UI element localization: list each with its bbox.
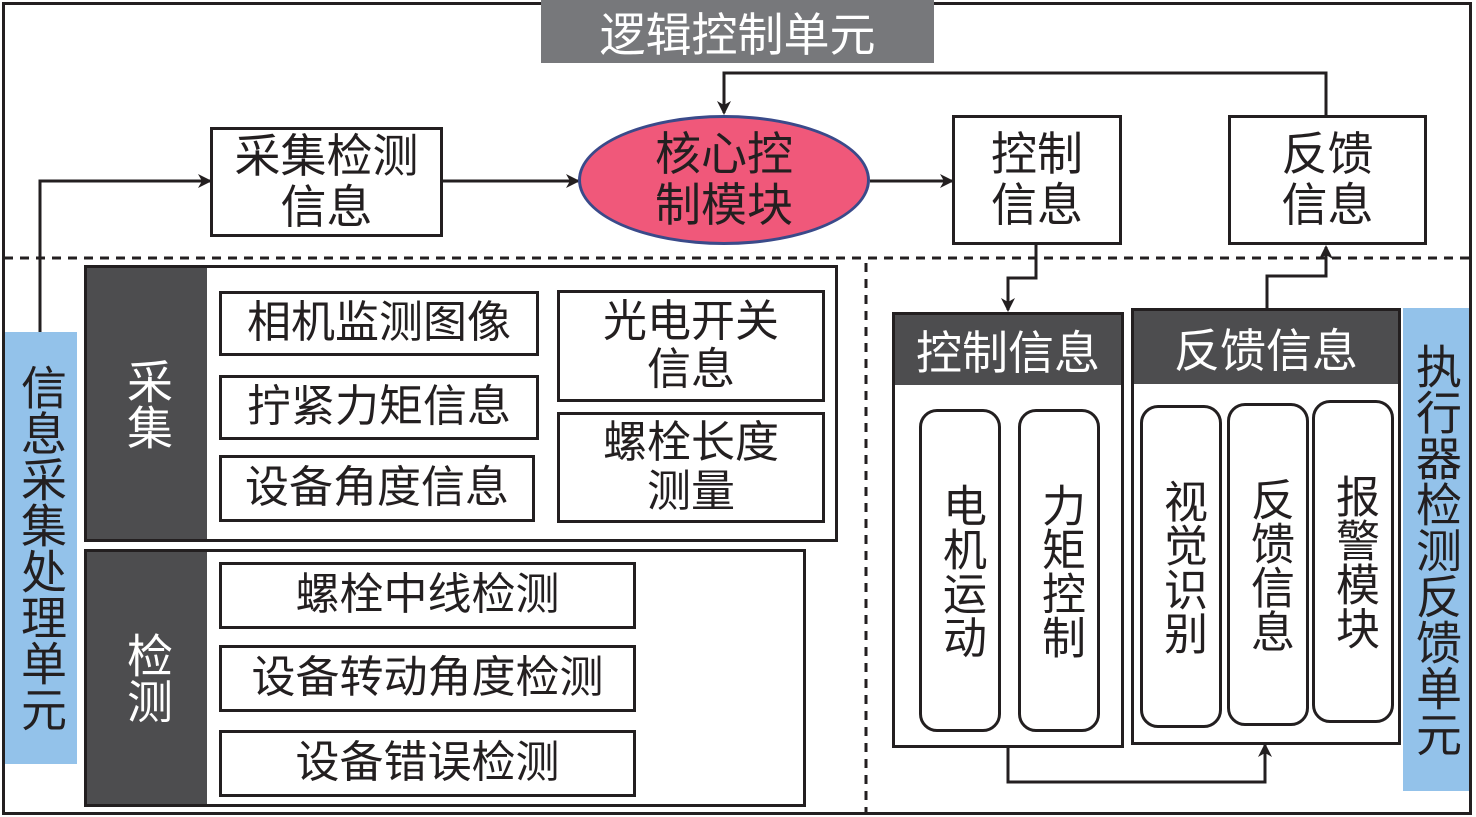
arrow-left-unit-to-collect [38,174,212,333]
arrow-group-to-feedback [1265,245,1333,308]
feedback-item-feedback-info-text: 反馈信息 [1243,476,1294,653]
info-collect-unit-text: 信息采集处理单元 [14,364,68,732]
core-control-module: 核心控 制模块 [578,115,870,245]
collect-item-bolt-length: 螺栓长度 测量 [557,412,825,523]
arrow-feedback-to-core [717,71,1328,115]
arrow-control-to-group [1001,245,1038,312]
control-item-torque-control: 力矩控制 [1018,409,1100,732]
collect-detect-info-box: 采集检测 信息 [210,127,443,237]
collect-group-header: 采集 [87,268,207,539]
collect-group-label: 采集 [120,357,174,450]
info-collect-unit-label: 信息采集处理单元 [5,332,77,764]
detect-item-rotation-angle: 设备转动角度检测 [219,645,636,712]
control-info-box: 控制 信息 [952,115,1122,245]
feedback-item-alarm-module-text: 报警模块 [1328,473,1379,650]
feedback-group-header: 反馈信息 [1134,311,1398,384]
control-item-motor-motion-text: 电机运动 [935,482,986,659]
logic-control-unit-title: 逻辑控制单元 [541,0,934,63]
detect-group-label: 检测 [120,632,174,724]
detect-item-device-error: 设备错误检测 [219,730,636,797]
collect-item-torque-info: 拧紧力矩信息 [219,375,539,440]
feedback-item-visual-recognition: 视觉识别 [1140,405,1222,728]
feedback-item-alarm-module: 报警模块 [1312,400,1394,723]
control-item-motor-motion: 电机运动 [919,409,1001,732]
collect-group: 采集 [84,265,838,542]
detect-group: 检测 [84,549,806,807]
detect-item-bolt-centerline: 螺栓中线检测 [219,562,636,629]
collect-item-camera-image: 相机监测图像 [219,291,539,356]
detect-group-header: 检测 [87,552,207,804]
collect-item-angle-info: 设备角度信息 [219,455,535,522]
feedback-info-box: 反馈 信息 [1228,115,1427,245]
feedback-item-feedback-info: 反馈信息 [1227,403,1309,726]
control-group-header: 控制信息 [895,315,1121,385]
arrow-control-group-to-feedback-group [1006,743,1272,784]
control-group: 控制信息 [892,312,1124,748]
actuator-feedback-unit-text: 执行器检测反馈单元 [1409,342,1463,757]
actuator-feedback-unit-label: 执行器检测反馈单元 [1403,308,1469,791]
feedback-item-visual-recognition-text: 视觉识别 [1156,478,1207,655]
collect-item-photoelectric-switch: 光电开关 信息 [557,290,825,402]
control-item-torque-control-text: 力矩控制 [1034,482,1085,659]
feedback-group: 反馈信息 [1131,308,1401,745]
